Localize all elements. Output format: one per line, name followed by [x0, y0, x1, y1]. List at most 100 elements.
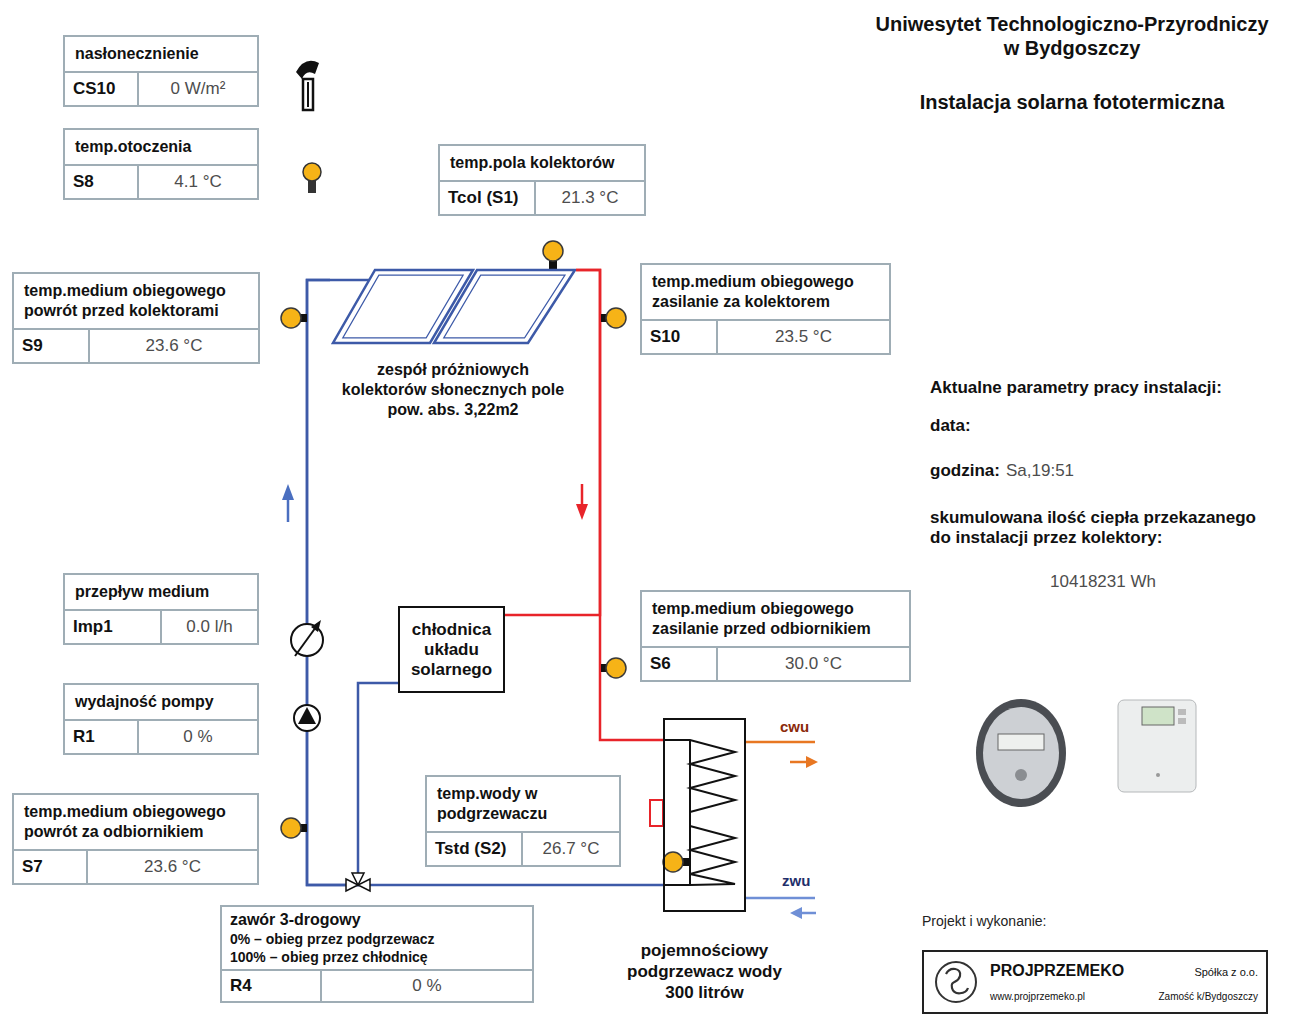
component-label: zespół próżniowych kolektorów słonecznyc… [340, 360, 566, 420]
collector-array: zespół próżniowych kolektorów słonecznyc… [330, 262, 576, 434]
pump-symbol [294, 705, 320, 731]
signal-code: CS10 [65, 73, 139, 105]
readout-header: temp.medium obiegowego powrót przed kole… [14, 274, 258, 330]
company-detail: www.projprzemeko.pl [990, 990, 1085, 1003]
company-logo [924, 952, 984, 1012]
readout-row: Tcol (S1)21.3 °C [440, 182, 644, 214]
sensor-dot [606, 658, 626, 678]
flow-arrow [581, 484, 584, 506]
collector-panel [444, 275, 565, 338]
readout-row: Tstd (S2)26.7 °C [427, 833, 619, 865]
readout-title: wydajność pompy [75, 692, 247, 712]
readout-row: S923.6 °C [14, 330, 258, 362]
company-logo [936, 962, 976, 1002]
readout-header: temp.otoczenia [65, 130, 257, 166]
info-label: skumulowana ilość ciepła przekazanego do… [930, 508, 1268, 548]
sensor-readout-box: temp.wody w podgrzewaczuTstd (S2)26.7 °C [425, 775, 621, 867]
readout-header: temp.wody w podgrzewaczu [427, 777, 619, 833]
readout-row: R40 % [222, 971, 532, 1001]
readout-header: nasłonecznienie [65, 37, 257, 73]
readout-row: S1023.5 °C [642, 321, 889, 353]
signal-value: 0 % [139, 721, 257, 753]
heat-meter-picture [976, 699, 1066, 807]
flow-arrow [287, 498, 290, 522]
pyranometer-symbol [303, 79, 313, 110]
sensor-dot [281, 308, 301, 328]
signal-code: S6 [642, 648, 718, 680]
readout-row: R10 % [65, 721, 257, 753]
signal-value: 23.6 °C [90, 330, 258, 362]
cooler-box: chłodnica układu solarnego [398, 606, 505, 693]
sensor-readout-box: temp.pola kolektorówTcol (S1)21.3 °C [438, 144, 646, 216]
signal-value: 23.6 °C [88, 851, 257, 883]
collector-panel [343, 275, 463, 338]
signal-code: Tstd (S2) [427, 833, 523, 865]
company-detail: Zamość k/Bydgoszczy [1159, 990, 1258, 1003]
info-label: godzina: [930, 461, 1000, 481]
title-heading: Uniwesytet Technologiczno-Przyrodniczy w… [871, 12, 1273, 60]
flow-arrow [576, 504, 588, 520]
sensor-readout-box: temp.medium obiegowego powrót za odbiorn… [12, 793, 259, 885]
hot-water-pipe [746, 741, 815, 744]
valve-mode-note: 100% – obieg przez chłodnicę [230, 948, 524, 966]
flow-meter-symbol [295, 627, 316, 656]
thermometer-symbol [308, 180, 316, 193]
info-value: 10418231 Wh [1003, 572, 1203, 592]
readout-header: zawór 3-drogowy0% – obieg przez podgrzew… [222, 907, 532, 971]
collector-panel [434, 270, 575, 343]
readout-title: temp.medium obiegowego zasilanie za kole… [652, 272, 879, 312]
company-detail: Spółka z o.o. [1194, 965, 1258, 979]
credit-note: Projekt i wykonanie: [922, 913, 1047, 930]
readout-header: temp.medium obiegowego powrót za odbiorn… [14, 795, 257, 851]
controller-picture [1142, 707, 1174, 725]
readout-header: przepływ medium [65, 575, 257, 611]
signal-value: 30.0 °C [718, 648, 909, 680]
cold-water-pipe [746, 897, 815, 900]
heat-meter-picture [998, 734, 1044, 750]
subtitle: Instalacja solarna fototermiczna [856, 90, 1288, 114]
controller-picture [1178, 709, 1186, 715]
info-heading: Aktualne parametry pracy instalacji: [930, 378, 1222, 398]
signal-code: S9 [14, 330, 90, 362]
signal-value: 0 % [322, 971, 532, 1001]
controller-picture [1178, 718, 1186, 724]
valve-symbol [352, 873, 364, 885]
sensor-readout-box: temp.medium obiegowego powrót przed kole… [12, 272, 260, 364]
controller-picture [1118, 700, 1196, 792]
pump-symbol [298, 707, 316, 724]
signal-code: Tcol (S1) [440, 182, 536, 214]
sensor-dot [281, 818, 301, 838]
sensor-readout-box: nasłonecznienieCS100 W/m² [63, 35, 259, 107]
signal-value: 0.0 l/h [162, 611, 257, 643]
company-stamp: PROJPRZEMEKOSpółka z o.o.www.projprzemek… [922, 950, 1268, 1014]
heating-coil [689, 740, 691, 885]
readout-title: przepływ medium [75, 582, 247, 602]
sensor-readout-box: zawór 3-drogowy0% – obieg przez podgrzew… [220, 905, 534, 1003]
sensor-readout-box: temp.medium obiegowego zasilanie przed o… [640, 590, 911, 682]
sensor-dot [663, 852, 683, 872]
hot-water-arrow [790, 761, 808, 764]
collector-inlet [330, 279, 370, 282]
cold-water-arrow [800, 912, 816, 915]
coil-link [650, 800, 663, 826]
flow-arrow [282, 484, 294, 500]
readout-title: zawór 3-drogowy [230, 910, 524, 930]
info-label: data: [930, 416, 971, 436]
sensor-readout-box: temp.otoczeniaS84.1 °C [63, 128, 259, 200]
return-pipe [307, 280, 663, 885]
pyranometer-symbol [307, 82, 309, 107]
signal-code: Imp1 [65, 611, 162, 643]
component-label: chłodnica układu solarnego [403, 620, 500, 680]
info-value: Sa,19:51 [1006, 461, 1074, 481]
readout-title: temp.pola kolektorów [450, 153, 634, 173]
signal-value: 23.5 °C [718, 321, 889, 353]
sensor-dot [606, 308, 626, 328]
signal-value: 26.7 °C [523, 833, 619, 865]
water-heater-tank: pojemnościowy podgrzewacz wody 300 litró… [663, 718, 746, 912]
readout-header: wydajność pompy [65, 685, 257, 721]
sensor-readout-box: przepływ mediumImp10.0 l/h [63, 573, 259, 645]
signal-value: 0 W/m² [139, 73, 257, 105]
readout-title: nasłonecznienie [75, 44, 247, 64]
pipe-label: zwu [782, 872, 810, 890]
signal-code: S7 [14, 851, 88, 883]
